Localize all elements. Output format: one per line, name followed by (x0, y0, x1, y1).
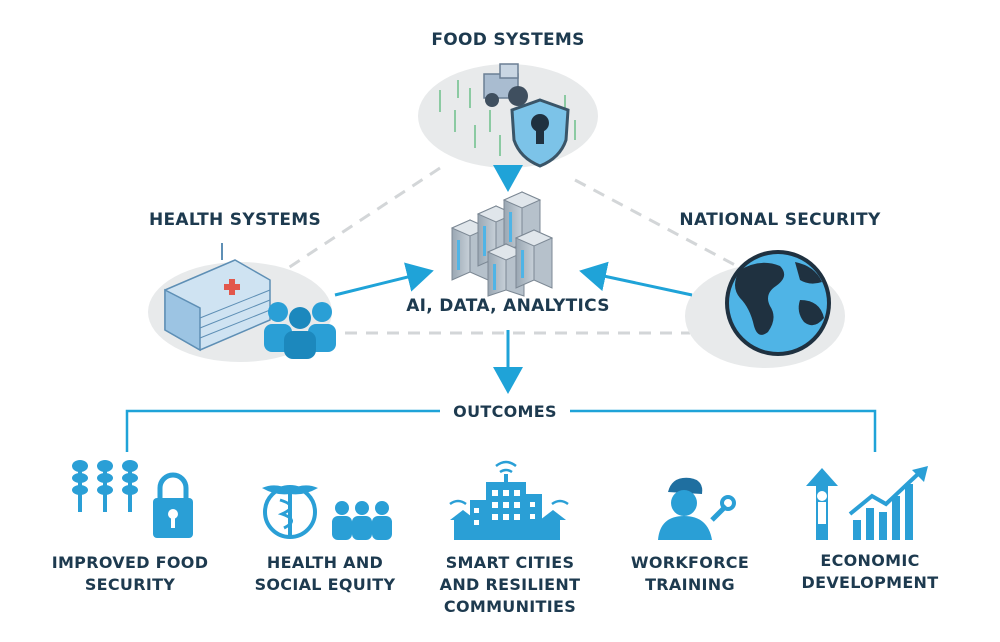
outcomes-bracket (125, 409, 877, 452)
worker-wrench-icon (658, 477, 736, 540)
outcome-line: HEALTH AND (266, 553, 384, 572)
shield-lock-icon (510, 98, 570, 168)
server-rack-icon (450, 191, 554, 297)
outcome-line: TRAINING (645, 575, 735, 594)
outcome-line: WORKFORCE (630, 553, 750, 572)
growth-chart-icon (806, 466, 928, 540)
health-systems-node (148, 243, 336, 362)
tractor-field-icon (439, 63, 576, 156)
outcome-line: COMMUNITIES (443, 597, 577, 616)
outcome-line: DEVELOPMENT (801, 573, 939, 592)
globe-icon (725, 250, 831, 356)
outcome-economic-development: ECONOMIC DEVELOPMENT (770, 550, 970, 594)
food-systems-label: FOOD SYSTEMS (431, 30, 585, 50)
dashed-connectors (284, 166, 736, 335)
flow-arrows (334, 165, 693, 394)
people-icon (264, 302, 336, 359)
center-label: AI, DATA, ANALYTICS (406, 296, 610, 316)
outcome-smart-cities: SMART CITIES AND RESILIENT COMMUNITIES (410, 552, 610, 618)
food-systems-node (418, 63, 598, 168)
hospital-icon (164, 243, 271, 352)
national-security-label: NATIONAL SECURITY (679, 210, 881, 230)
outcome-food-security: IMPROVED FOOD SECURITY (20, 552, 240, 596)
health-systems-label: HEALTH SYSTEMS (148, 210, 322, 230)
outcomes-title: OUTCOMES (453, 402, 557, 421)
outcome-line: AND RESILIENT (439, 575, 581, 594)
wheat-lock-icon (72, 460, 193, 538)
caduceus-icon (262, 485, 392, 540)
outcome-line: ECONOMIC (820, 551, 920, 570)
national-security-node (685, 250, 845, 368)
outcome-line: SMART CITIES (445, 553, 575, 572)
outcome-health-equity: HEALTH AND SOCIAL EQUITY (225, 552, 425, 596)
city-wifi-icon (449, 460, 569, 540)
outcome-line: SOCIAL EQUITY (254, 575, 396, 594)
outcome-line: SECURITY (84, 575, 176, 594)
outcome-line: IMPROVED FOOD (51, 553, 209, 572)
outcome-workforce-training: WORKFORCE TRAINING (600, 552, 780, 596)
